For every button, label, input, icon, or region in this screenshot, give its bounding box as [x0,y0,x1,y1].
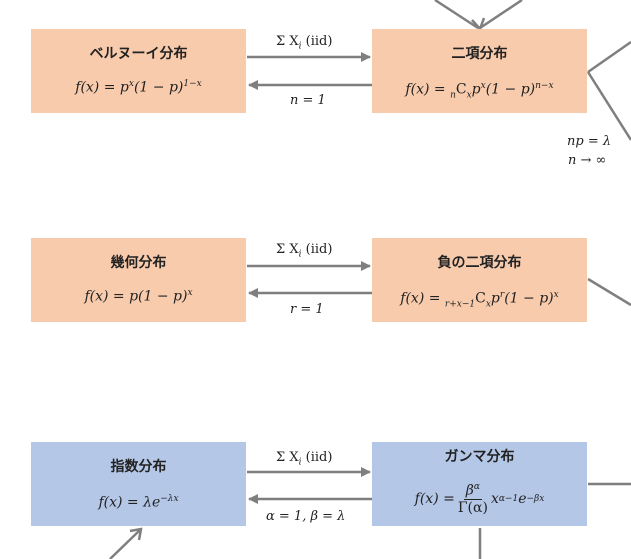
connector-binomial-right-down [586,71,631,141]
node-title: ガンマ分布 [444,449,515,465]
connector-binomial-right-up [587,40,631,74]
connector-negbinomial-right [587,277,631,307]
node-negbinomial: 負の二項分布 f(x) = r+x−1Cxpr(1 − p)x [372,238,587,322]
node-exponential: 指数分布 f(x) = λe−λx [31,442,246,526]
node-title: ベルヌーイ分布 [89,46,188,62]
node-formula: f(x) = nCxpx(1 − p)n−x [405,81,554,101]
node-formula: f(x) = λe−λx [98,494,179,511]
node-geometric: 幾何分布 f(x) = p(1 − p)x [31,238,246,322]
arrow-exponential-bottom [109,529,141,559]
fraction: βα Γ(α) [457,482,488,516]
edge-label-np: np = λ [567,134,612,149]
node-formula: f(x) = r+x−1Cxpr(1 − p)x [400,290,559,310]
edge-label-alpha-beta: α = 1, β = λ [266,509,346,524]
edge-label-sum-3: Σ Xi (iid) [276,450,333,468]
node-title: 幾何分布 [110,255,167,271]
node-title: 負の二項分布 [437,255,522,271]
edge-label-n-inf: n → ∞ [568,153,607,168]
node-title: 指数分布 [110,459,167,475]
node-title: 二項分布 [451,46,508,62]
edge-label-r1: r = 1 [290,302,324,317]
node-formula: f(x) = px(1 − p)1−x [75,79,202,96]
node-formula: f(x) = p(1 − p)x [84,288,193,305]
edge-label-sum-2: Σ Xi (iid) [276,242,333,260]
arrow-top-right [479,0,523,30]
node-binomial: 二項分布 f(x) = nCxpx(1 − p)n−x [372,29,587,113]
edge-label-n1: n = 1 [290,93,326,108]
edge-label-sum-1: Σ Xi (iid) [276,34,333,52]
node-bernoulli: ベルヌーイ分布 f(x) = px(1 − p)1−x [31,29,246,113]
arrow-top-left [434,0,479,30]
